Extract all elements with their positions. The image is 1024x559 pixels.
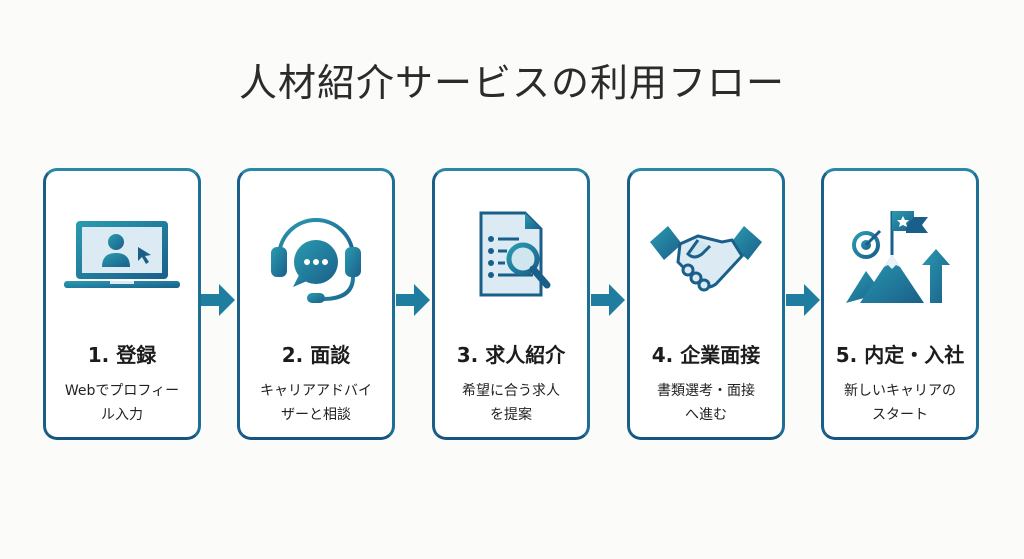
page-title: 人材紹介サービスの利用フロー — [238, 61, 785, 105]
desc-line: 新しいキャリアの — [844, 383, 956, 399]
desc-line: 希望に合う求人 — [462, 383, 560, 399]
arrow-right-icon — [396, 284, 430, 316]
desc-line: Webでプロフィー — [64, 383, 180, 399]
step-description: Webでプロフィー ル入力 — [54, 379, 190, 427]
step-card-job-introduction: 3. 求人紹介 希望に合う求人 を提案 — [432, 168, 590, 440]
step-title: 5. 内定・入社 — [835, 343, 965, 367]
handshake-icon — [630, 207, 782, 307]
desc-line: ル入力 — [101, 407, 143, 423]
document-search-icon — [435, 207, 587, 307]
desc-line: キャリアアドバイ — [260, 383, 372, 399]
step-card-interview: 2. 面談 キャリアアドバイ ザーと相談 — [237, 168, 395, 440]
step-description: 希望に合う求人 を提案 — [443, 379, 579, 427]
step-description: 新しいキャリアの スタート — [832, 379, 968, 427]
step-card-offer-joining: 5. 内定・入社 新しいキャリアの スタート — [821, 168, 979, 440]
desc-line: ザーと相談 — [281, 407, 351, 423]
arrow-right-icon — [786, 284, 820, 316]
desc-line: スタート — [872, 407, 928, 423]
step-title: 2. 面談 — [281, 343, 351, 367]
step-card-company-interview: 4. 企業面接 書類選考・面接 へ進む — [627, 168, 785, 440]
step-title: 3. 求人紹介 — [456, 343, 566, 367]
desc-line: 書類選考・面接 — [657, 383, 755, 399]
desc-line: を提案 — [490, 407, 532, 423]
arrow-right-icon — [201, 284, 235, 316]
arrow-right-icon — [591, 284, 625, 316]
step-title: 1. 登録 — [87, 343, 157, 367]
mountain-flag-icon — [824, 207, 976, 307]
step-description: キャリアアドバイ ザーと相談 — [248, 379, 384, 427]
headset-chat-icon — [240, 207, 392, 307]
step-title: 4. 企業面接 — [651, 343, 761, 367]
step-card-registration: 1. 登録 Webでプロフィー ル入力 — [43, 168, 201, 440]
laptop-user-icon — [46, 207, 198, 307]
desc-line: へ進む — [685, 407, 727, 423]
step-description: 書類選考・面接 へ進む — [638, 379, 774, 427]
